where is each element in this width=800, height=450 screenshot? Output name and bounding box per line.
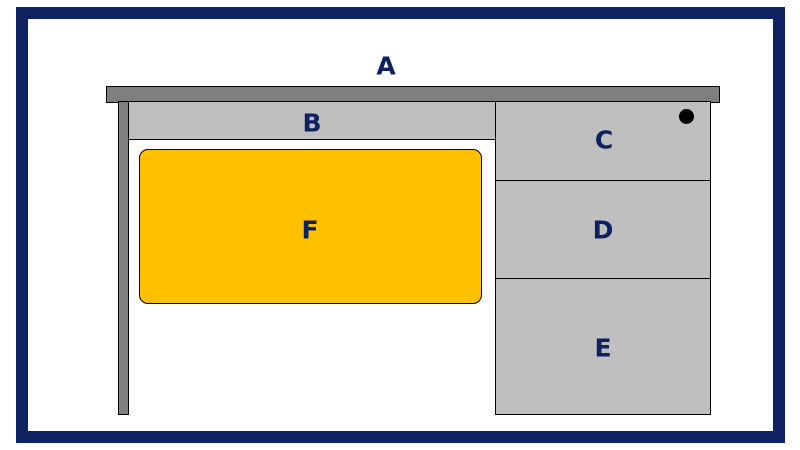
label-e: E (594, 333, 612, 363)
label-f: F (301, 215, 319, 245)
side-drawer-d (495, 180, 711, 279)
label-a: A (376, 51, 396, 81)
label-b: B (302, 108, 322, 138)
modesty-panel-f (139, 149, 482, 304)
center-drawer-b (128, 101, 496, 140)
label-c: C (594, 125, 614, 155)
label-d: D (592, 215, 614, 245)
side-drawer-e (495, 278, 711, 415)
drawer-knob (679, 109, 694, 124)
side-drawer-c (495, 101, 711, 181)
desk-left-leg (118, 101, 129, 415)
